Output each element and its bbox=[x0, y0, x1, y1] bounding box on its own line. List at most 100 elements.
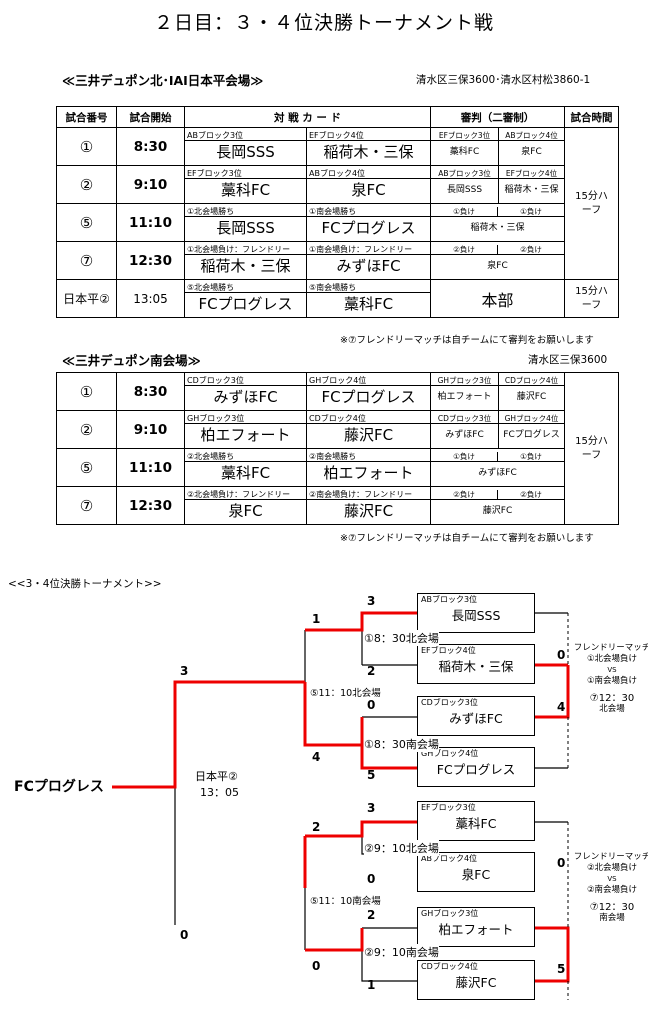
team-caption: EFブロック3位 bbox=[421, 803, 476, 812]
team-box: CDブロック4位藤沢FC bbox=[417, 960, 535, 1000]
header-card: 対 戦 カ ー ド bbox=[184, 106, 431, 128]
friendly-time: ⑦12：30 bbox=[589, 693, 635, 704]
team-a-caption: EFブロック3位 bbox=[185, 169, 306, 179]
friendly-team-b: ①南会場負け bbox=[586, 676, 638, 686]
team-caption: CDブロック4位 bbox=[421, 962, 478, 971]
score: 4 bbox=[557, 700, 566, 714]
team-caption: ABブロック3位 bbox=[421, 595, 478, 604]
friendly-note-2: フレンドリーマッチ ②北会場負け VS ②南会場負け ⑦12：30 南会場 bbox=[572, 852, 648, 924]
team-b: 稲荷木・三保 bbox=[323, 142, 414, 161]
score: 0 bbox=[557, 856, 566, 870]
team-b: 泉FC bbox=[351, 180, 386, 199]
team-caption: CDブロック3位 bbox=[421, 698, 478, 707]
m4-black-bot bbox=[361, 955, 417, 982]
table-row: ② 9:10 EFブロック3位藁科FC ABブロック4位泉FC ABブロック3位… bbox=[56, 165, 619, 204]
final-red bbox=[112, 680, 305, 789]
referee-team: 本部 bbox=[430, 279, 565, 318]
match-duration: 15分ハーフ bbox=[575, 435, 608, 461]
referee2-caption: ②負け bbox=[498, 490, 564, 500]
score: 2 bbox=[367, 908, 376, 922]
score: 3 bbox=[367, 594, 376, 608]
friendly-team-a: ①北会場負け bbox=[586, 654, 638, 664]
referee1-caption: ①負け bbox=[431, 451, 498, 462]
referee2: 泉FC bbox=[521, 146, 542, 157]
team-b: 藤沢FC bbox=[343, 501, 394, 520]
start-time: 9:10 bbox=[116, 165, 185, 204]
referee1-caption: GHブロック3位 bbox=[431, 376, 498, 386]
team-box: EFブロック4位稲荷木・三保 bbox=[417, 644, 535, 684]
team-a: みずほFC bbox=[213, 387, 278, 406]
referee1: 藁科FC bbox=[449, 146, 480, 157]
team-box: ABブロック3位長岡SSS bbox=[417, 593, 535, 633]
friendly-team-a: ②北会場負け bbox=[586, 863, 638, 873]
friendly-time: ⑦12：30 bbox=[589, 902, 635, 913]
friendly-venue: 北会場 bbox=[599, 704, 625, 714]
score: 1 bbox=[312, 612, 321, 626]
team-a: 長岡SSS bbox=[216, 142, 275, 161]
referee1-caption: EFブロック3位 bbox=[431, 131, 498, 141]
score: 5 bbox=[557, 962, 566, 976]
team-b-caption: CDブロック4位 bbox=[307, 414, 430, 424]
referee2-caption: GHブロック4位 bbox=[499, 414, 564, 424]
team-a-caption: GHブロック3位 bbox=[185, 414, 306, 424]
team-caption: GHブロック4位 bbox=[421, 749, 479, 758]
start-time: 11:10 bbox=[116, 448, 185, 487]
m4-red bbox=[305, 928, 364, 952]
referee2: 稲荷木・三保 bbox=[504, 184, 559, 195]
score: 5 bbox=[367, 768, 376, 782]
team-b-caption: EFブロック4位 bbox=[307, 131, 430, 141]
table-row: ② 9:10 GHブロック3位柏エフォート CDブロック4位藤沢FC CDブロッ… bbox=[56, 410, 619, 449]
team-a-caption: ①北会場勝ち bbox=[185, 207, 306, 217]
venue1-address: 清水区三保3600･清水区村松3860-1 bbox=[416, 74, 591, 86]
team-a: 藁科FC bbox=[220, 180, 271, 199]
match-no: ① bbox=[56, 372, 117, 411]
team-a-caption: CDブロック3位 bbox=[185, 376, 306, 386]
match-label: ⑤11：10北会場 bbox=[310, 685, 381, 699]
venue1-name: ≪三井デュポン北･IAI日本平会場≫ bbox=[62, 73, 264, 88]
team-b: FCプログレス bbox=[321, 387, 416, 406]
friendly-title: フレンドリーマッチ bbox=[573, 643, 648, 653]
referee2-caption: CDブロック4位 bbox=[499, 376, 564, 386]
score: 0 bbox=[367, 698, 376, 712]
team-name: 稲荷木・三保 bbox=[438, 659, 514, 674]
score: 0 bbox=[180, 928, 189, 942]
header-start: 試合開始 bbox=[116, 106, 185, 128]
referee2-caption: ①負け bbox=[498, 207, 564, 217]
team-a-caption: ②北会場勝ち bbox=[185, 452, 306, 462]
team-b-caption: ①南会場負け：フレンドリー bbox=[307, 245, 430, 255]
match-duration: 15分ハーフ bbox=[575, 190, 608, 216]
referee2-caption: ABブロック4位 bbox=[499, 131, 564, 141]
match-label: ①8：30南会場 bbox=[364, 736, 439, 752]
referee1: みずほFC bbox=[445, 429, 484, 440]
venue1-note: ※⑦フレンドリーマッチは自チームにて審判をお願いします bbox=[340, 335, 594, 346]
team-caption: GHブロック3位 bbox=[421, 909, 479, 918]
referee-team: 藤沢FC bbox=[482, 505, 513, 516]
team-b-caption: ②南会場勝ち bbox=[307, 452, 430, 462]
team-name: 泉FC bbox=[461, 867, 491, 882]
team-a-caption: ②北会場負け：フレンドリー bbox=[185, 490, 306, 500]
referee-team: 泉FC bbox=[487, 260, 508, 271]
team-caption: ABブロック4位 bbox=[421, 854, 478, 863]
fr2-red bbox=[533, 926, 570, 983]
team-b: 藤沢FC bbox=[343, 425, 394, 444]
team-name: 柏エフォート bbox=[438, 922, 514, 937]
referee2-caption: ②負け bbox=[498, 245, 564, 255]
referee2: FCプログレス bbox=[503, 429, 560, 440]
referee2-caption: EFブロック4位 bbox=[499, 169, 564, 179]
start-time: 12:30 bbox=[116, 486, 185, 525]
referee-team: みずほFC bbox=[478, 467, 517, 478]
team-a: 泉FC bbox=[228, 501, 263, 520]
team-caption: EFブロック4位 bbox=[421, 646, 476, 655]
referee1: 長岡SSS bbox=[446, 184, 483, 195]
team-a: 稲荷木・三保 bbox=[200, 256, 291, 275]
referee2: 藤沢FC bbox=[516, 391, 547, 402]
team-name: 長岡SSS bbox=[451, 608, 501, 623]
friendly-vs: VS bbox=[607, 666, 617, 674]
team-name: 藤沢FC bbox=[455, 975, 497, 990]
bracket-label: <<3・4位決勝トーナメント>> bbox=[8, 578, 162, 590]
champion-name: FCプログレス bbox=[14, 779, 104, 795]
